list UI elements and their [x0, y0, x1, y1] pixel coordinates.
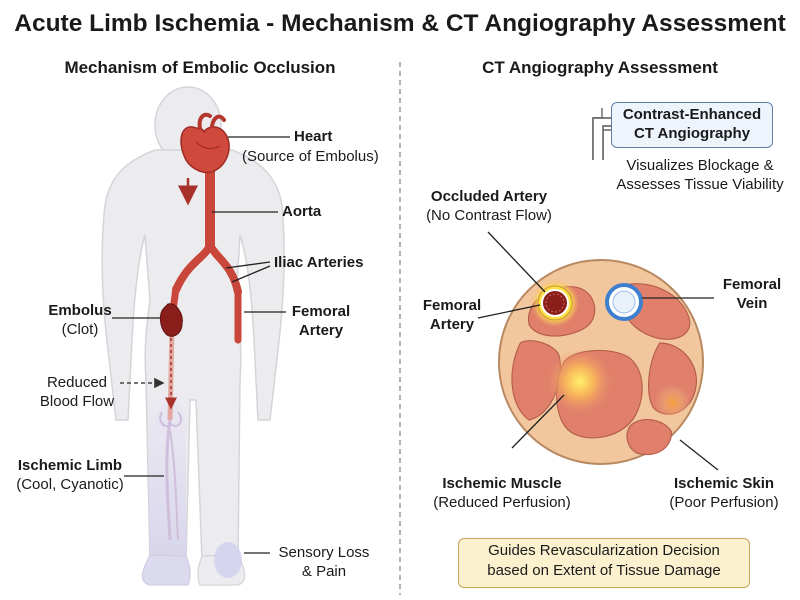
heart-sublabel: (Source of Embolus) [242, 148, 379, 165]
embolus-sublabel: (Clot) [61, 321, 99, 338]
page-title: Acute Limb Ischemia - Mechanism & CT Ang… [14, 10, 786, 37]
guide-line1: Guides Revascularization Decision [488, 542, 720, 559]
ischemic-skin-sublabel: (Poor Perfusion) [669, 494, 779, 511]
left-leader-lines [112, 136, 290, 554]
cta-box-line1: Contrast-Enhanced [622, 106, 762, 123]
right-panel-heading: CT Angiography Assessment [482, 58, 718, 77]
occluded-artery-sublabel: (No Contrast Flow) [426, 207, 552, 224]
arterial-tree [159, 163, 242, 541]
embolus-clot [159, 303, 183, 337]
guide-box [458, 538, 750, 588]
femoral-artery-label-line2: Artery [298, 322, 344, 339]
visualizes-line2: Assesses Tissue Viability [616, 176, 784, 193]
visualizes-line1: Visualizes Blockage & [626, 157, 774, 174]
cta-box-line2: CT Angiography [633, 125, 751, 142]
ischemic-muscle-label: Ischemic Muscle [442, 475, 562, 492]
guide-line2: based on Extent of Tissue Damage [487, 562, 721, 579]
reduced-flow-label-line1: Reduced [46, 374, 108, 391]
femoral-artery-cs-label-line2: Artery [429, 316, 475, 333]
occluded-artery-label: Occluded Artery [430, 188, 548, 205]
heart-icon [180, 112, 230, 174]
ischemic-muscle-sublabel: (Reduced Perfusion) [433, 494, 571, 511]
body-silhouette [101, 86, 285, 586]
femoral-artery-cs-label-line1: Femoral [422, 297, 482, 314]
cta-box [611, 102, 773, 148]
sensory-loss-label-line2: & Pain [301, 563, 347, 580]
right-leader-lines [477, 231, 719, 471]
left-panel-heading: Mechanism of Embolic Occlusion [64, 58, 336, 77]
femoral-artery-label-line1: Femoral [291, 303, 351, 320]
aorta-label: Aorta [282, 203, 322, 220]
embolus-label: Embolus [48, 302, 112, 319]
ischemic-limb-label: Ischemic Limb [17, 457, 123, 474]
sensory-loss-label-line1: Sensory Loss [278, 544, 370, 561]
femoral-vein-label-line1: Femoral [722, 276, 782, 293]
ischemic-skin-label: Ischemic Skin [673, 475, 775, 492]
reduced-flow-label-line2: Blood Flow [39, 393, 115, 410]
iliac-arteries-label: Iliac Arteries [274, 254, 364, 271]
femoral-vein-label-line2: Vein [736, 295, 768, 312]
heart-label: Heart [294, 128, 333, 145]
ischemic-limb-sublabel: (Cool, Cyanotic) [16, 476, 124, 493]
